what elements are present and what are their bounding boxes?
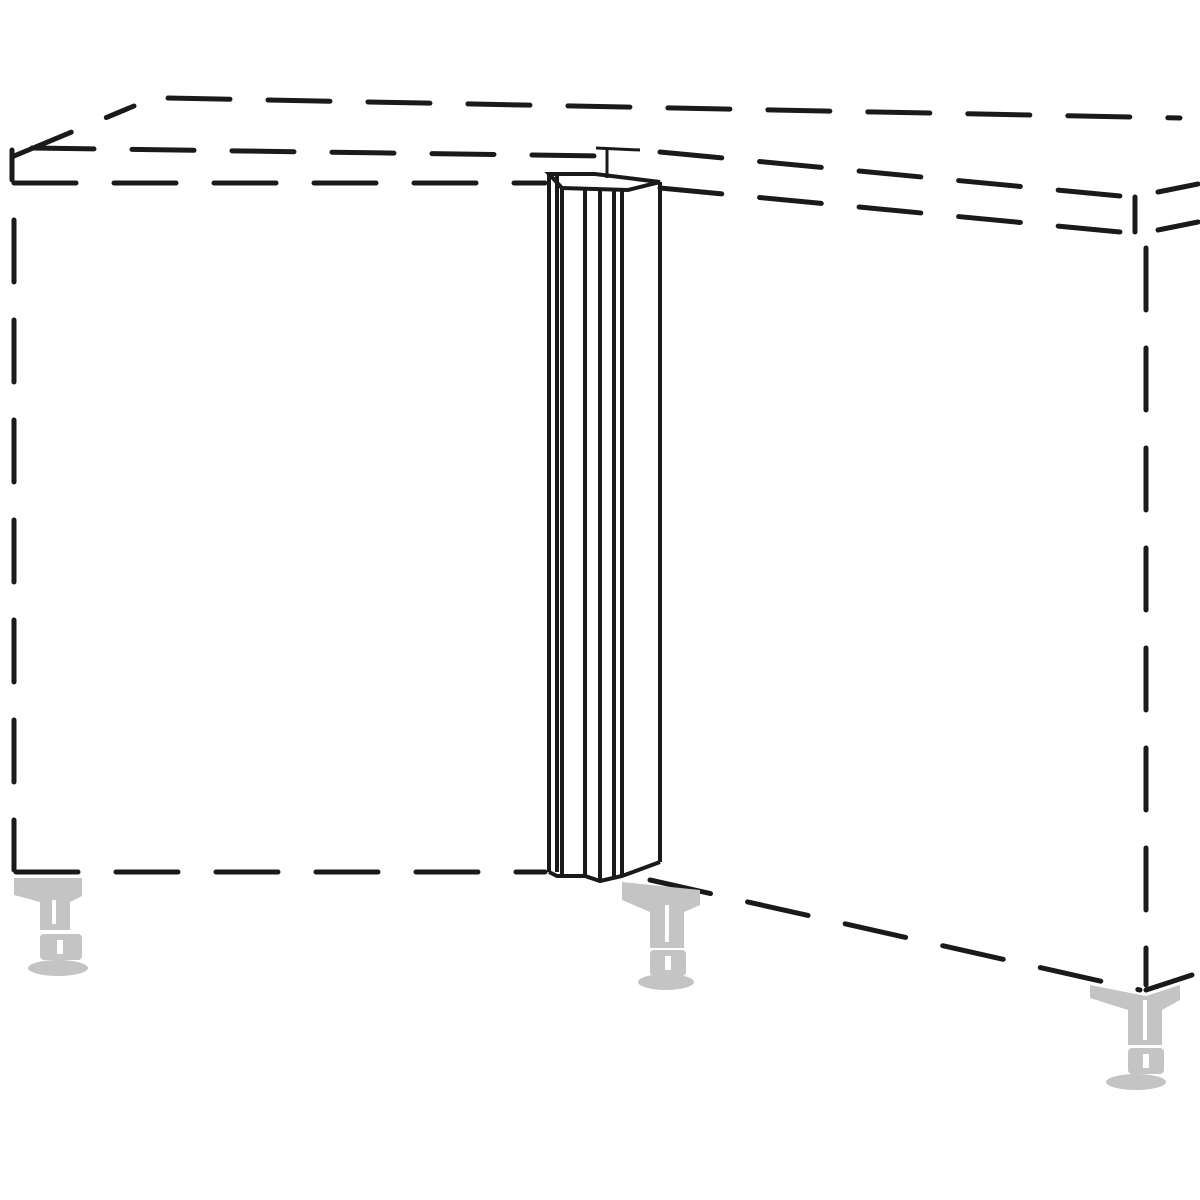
filler-post xyxy=(544,146,662,884)
adjustable-foot-right xyxy=(1090,985,1180,1090)
cabinet-outline xyxy=(9,95,1200,993)
adjustable-foot-middle xyxy=(622,882,700,990)
adjustable-foot-left xyxy=(14,878,88,976)
